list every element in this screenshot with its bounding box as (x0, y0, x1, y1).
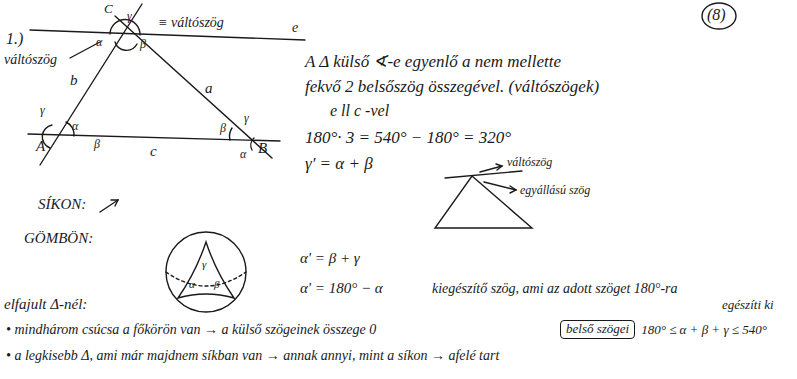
note-text: γ (244, 112, 249, 126)
side-b (40, 4, 142, 165)
note-text: e (292, 20, 298, 36)
note-text: • mindhárom csúcsa a főkörön van → a kül… (6, 322, 376, 338)
note-text: kiegészítő szög, ami az adott szöget 180… (432, 281, 678, 297)
note-text: α (189, 278, 195, 291)
note-text: B (258, 140, 267, 157)
angle-arc (115, 42, 137, 50)
note-text: 180°· 3 = 540° − 180° = 320° (305, 128, 511, 148)
note-text: β (140, 38, 146, 52)
page-circle (702, 3, 736, 29)
angle-arc (230, 128, 232, 140)
note-text: α (72, 120, 78, 134)
parallel-line (445, 171, 522, 178)
note-text: 1.) (6, 30, 23, 48)
note-text: α' = 180° − α (300, 280, 383, 297)
note-text: e ll c -vel (330, 102, 389, 120)
small-triangle (435, 176, 532, 228)
note-text: γ (127, 10, 132, 24)
note-text: váltószög (507, 156, 552, 170)
angle-arc (110, 20, 140, 35)
note-text: fekvő 2 belsőszög összegével. (váltószög… (305, 77, 599, 97)
note-text: SÍKON: (38, 196, 86, 213)
note-text: α' = β + γ (300, 250, 360, 267)
arrow-head (510, 186, 516, 193)
node-text: belső szögei (566, 322, 629, 337)
note-text: • a legkisebb Δ, ami már majdnem síkban … (6, 348, 499, 364)
note-text: egyállású szög (520, 184, 590, 198)
side-c (28, 134, 280, 141)
note-text: C (104, 2, 113, 17)
note-text: GÖMBÖN: (24, 230, 93, 247)
parallel-line-e (30, 30, 305, 40)
note-text: c (150, 143, 157, 160)
note-text: egészíti ki (722, 298, 774, 313)
note-text: 180° ≤ α + β + γ ≤ 540° (641, 323, 767, 338)
note-text: ≡ váltószög (158, 15, 224, 31)
note-text: váltószög (4, 52, 57, 68)
boxed-note: belső szögei (560, 320, 635, 339)
note-text: β (220, 122, 226, 136)
leader-line (70, 42, 100, 58)
spherical-triangle (178, 242, 234, 298)
note-text: a (205, 80, 213, 97)
arrow-head (111, 200, 118, 206)
note-text: β (94, 138, 100, 152)
note-text: γ (202, 258, 206, 271)
great-circle (166, 272, 246, 286)
arrow-head (496, 164, 502, 170)
note-text: β (214, 278, 219, 291)
note-text: A (36, 138, 45, 155)
note-text: γ (40, 104, 45, 118)
note-text: (8) (707, 6, 726, 24)
sphere (166, 232, 246, 312)
note-text: elfajult Δ-nél: (4, 296, 87, 313)
note-text: b (70, 72, 78, 89)
arrow-line (100, 200, 118, 212)
note-text: A Δ külső ∢-e egyenlő a nem mellette (305, 52, 561, 72)
note-text: α (240, 148, 246, 162)
angle-arc (251, 138, 254, 150)
note-text: α (96, 36, 102, 50)
note-text: γ' = α + β (305, 154, 373, 174)
